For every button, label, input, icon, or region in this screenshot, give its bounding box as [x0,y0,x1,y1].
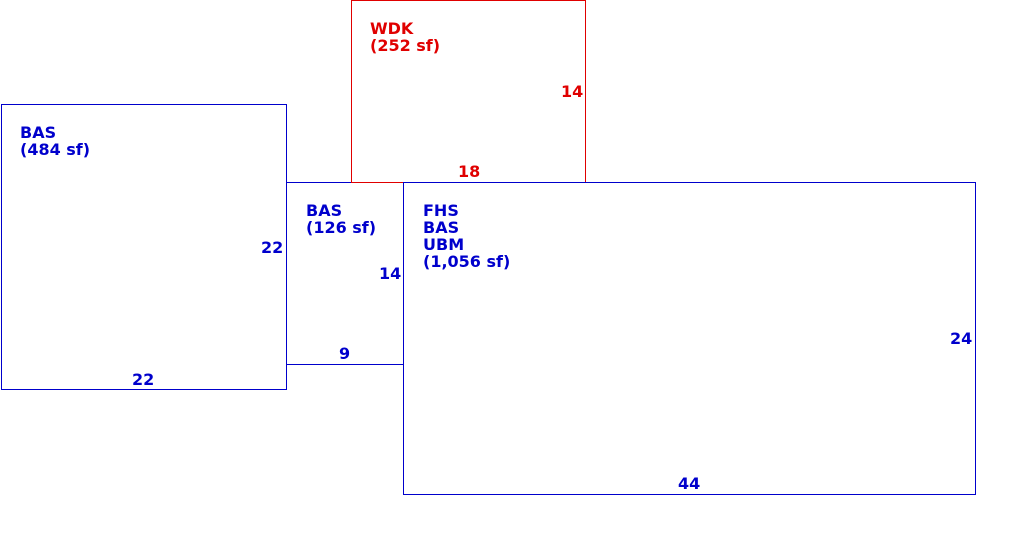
area-size: (252 sf) [370,36,441,55]
dimension-mid-bas-bottom: 9 [339,344,351,363]
area-main-house-label: FHS BAS UBM (1,056 sf) [423,202,510,270]
area-size: (484 sf) [20,140,91,159]
area-size: (126 sf) [306,218,377,237]
area-code-fhs: FHS [423,201,459,220]
area-wdk-label: WDK (252 sf) [370,20,440,54]
area-left-bas-label: BAS (484 sf) [20,124,90,158]
area-main-house[interactable] [403,182,976,495]
dimension-left-bas-side: 22 [261,238,284,257]
area-code: WDK [370,19,414,38]
dimension-left-bas-bottom: 22 [132,370,155,389]
area-code-bas: BAS [423,218,460,237]
area-code: BAS [306,201,343,220]
area-size: (1,056 sf) [423,252,511,271]
area-mid-bas-label: BAS (126 sf) [306,202,376,236]
dimension-wdk-side: 14 [561,82,584,101]
dimension-wdk-bottom: 18 [458,162,481,181]
dimension-main-house-side: 24 [950,329,973,348]
area-code-ubm: UBM [423,235,465,254]
dimension-mid-bas-side: 14 [379,264,402,283]
area-code: BAS [20,123,57,142]
dimension-main-house-bottom: 44 [678,474,701,493]
